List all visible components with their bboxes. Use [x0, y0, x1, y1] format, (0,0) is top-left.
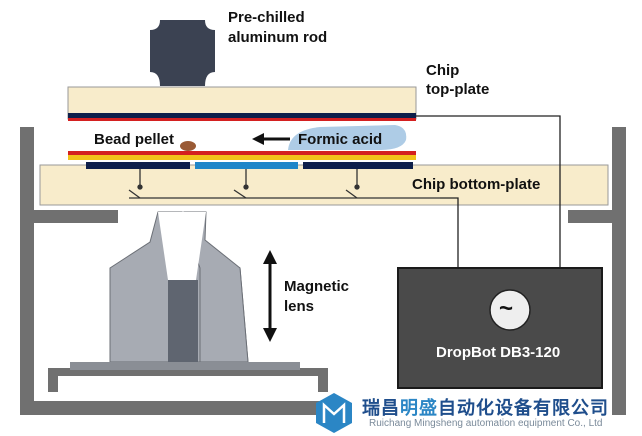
company-logo — [316, 393, 352, 433]
rod-label-line2: aluminum rod — [228, 29, 328, 46]
formic-acid-droplet — [288, 125, 407, 150]
top-plate-label-line1: Chip — [426, 62, 460, 79]
ac-source-symbol — [489, 289, 531, 331]
stage-tray — [48, 362, 328, 392]
bead-pellet-label: Bead pellet — [94, 131, 175, 148]
top-plate-red-layer — [68, 118, 416, 121]
watermark-cn-part1: 瑞昌 — [362, 398, 400, 419]
lens-label-line2: lens — [284, 298, 315, 315]
magnetic-lens — [109, 211, 249, 363]
watermark-company-cn: 瑞昌明盛自动化设备有限公司 — [362, 394, 609, 420]
top-plate-label-line2: top-plate — [426, 81, 490, 98]
electrode-center — [195, 162, 298, 169]
watermark-cn-part2: 明盛 — [400, 398, 438, 419]
watermark-company-en: Ruichang Mingsheng automation equipment … — [369, 418, 603, 429]
electrode-left — [86, 162, 190, 169]
dropbot-label: DropBot DB3-120 — [436, 344, 561, 361]
bottom-plate-yellow-layer — [68, 155, 416, 160]
double-arrow-icon — [263, 250, 277, 342]
arrow-left-icon — [252, 133, 290, 145]
aluminum-rod — [150, 20, 215, 86]
top-plate-electrode — [68, 113, 416, 118]
bottom-plate-red-layer — [68, 151, 416, 155]
electrode-right — [303, 162, 413, 169]
electrode-switches — [128, 169, 440, 199]
rod-label-line1: Pre-chilled — [228, 9, 305, 26]
bottom-plate-label: Chip bottom-plate — [412, 176, 541, 193]
ac-symbol: ~ — [499, 295, 514, 322]
lens-label-line1: Magnetic — [284, 278, 350, 295]
chamber-frame — [20, 127, 626, 415]
watermark-cn-part3: 自动化设备有限公司 — [438, 398, 609, 419]
formic-acid-label: Formic acid — [298, 131, 383, 148]
bead-pellet — [180, 141, 196, 151]
